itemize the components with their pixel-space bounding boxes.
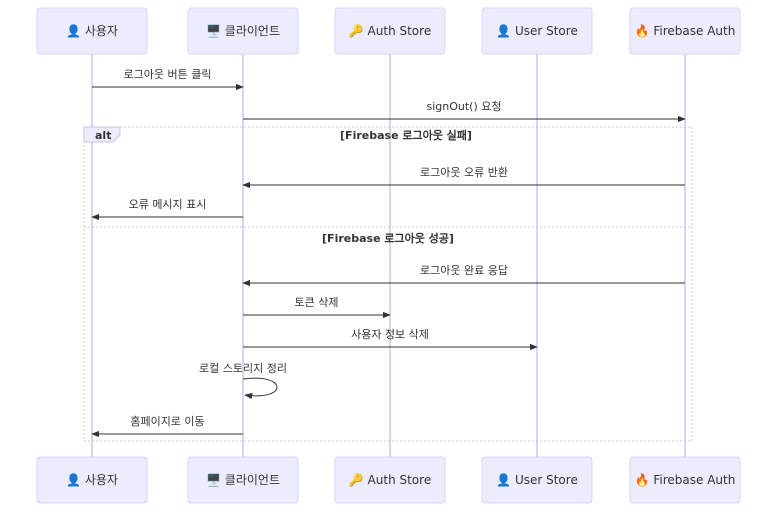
actor-name: User Store bbox=[515, 24, 578, 38]
actor-name: Firebase Auth bbox=[653, 473, 735, 487]
actor-name: 클라이언트 bbox=[225, 473, 280, 487]
monitor-icon: 🖥️ bbox=[206, 24, 225, 38]
actor-top-4: 🔥 Firebase Auth bbox=[629, 7, 741, 55]
actor-top-3: 👤 User Store bbox=[481, 7, 593, 55]
user-icon: 👤 bbox=[496, 473, 515, 487]
alt-condition-success: [Firebase 로그아웃 성공] bbox=[322, 231, 454, 245]
actor-label: 👤 User Store bbox=[496, 473, 578, 487]
monitor-icon: 🖥️ bbox=[206, 473, 225, 487]
actor-box bbox=[481, 7, 593, 55]
message-0: 로그아웃 버튼 클릭 bbox=[92, 68, 244, 91]
actor-box bbox=[334, 456, 446, 504]
message-8: 홈페이지로 이동 bbox=[91, 414, 243, 438]
key-icon: 🔑 bbox=[349, 472, 368, 487]
alt-frame: alt [Firebase 로그아웃 실패] [Firebase 로그아웃 성공] bbox=[83, 126, 693, 442]
message-5: 토큰 삭제 bbox=[243, 296, 391, 319]
actor-box bbox=[36, 7, 148, 55]
message-label: 사용자 정보 삭제 bbox=[351, 328, 429, 341]
actor-name: Auth Store bbox=[368, 24, 432, 38]
message-label: 로그아웃 완료 응답 bbox=[420, 264, 508, 277]
user-icon: 👤 bbox=[66, 473, 85, 487]
message-7: 로컬 스토리지 정리 bbox=[199, 362, 287, 400]
actor-label: 👤 User Store bbox=[496, 24, 578, 38]
actor-top-1: 🖥️ 클라이언트 bbox=[187, 7, 299, 55]
actor-label: 👤 사용자 bbox=[66, 473, 118, 487]
user-icon: 👤 bbox=[496, 24, 515, 38]
message-6: 사용자 정보 삭제 bbox=[243, 328, 538, 351]
message-label: 로그아웃 버튼 클릭 bbox=[124, 68, 212, 81]
actor-label: 🔥 Firebase Auth bbox=[635, 24, 736, 38]
actor-name: 클라이언트 bbox=[225, 24, 280, 38]
actor-top-0: 👤 사용자 bbox=[36, 7, 148, 55]
actor-box bbox=[629, 456, 741, 504]
message-4: 로그아웃 완료 응답 bbox=[242, 264, 685, 287]
actor-box bbox=[334, 7, 446, 55]
actor-name: Auth Store bbox=[368, 473, 432, 487]
user-icon: 👤 bbox=[66, 24, 85, 38]
key-icon: 🔑 bbox=[349, 23, 368, 38]
message-label: 토큰 삭제 bbox=[295, 296, 339, 309]
actor-top-2: 🔑 Auth Store bbox=[334, 7, 446, 55]
actor-box bbox=[481, 456, 593, 504]
fire-icon: 🔥 bbox=[635, 473, 654, 487]
actor-bottom-4: 🔥 Firebase Auth bbox=[629, 456, 741, 504]
actor-bottom-2: 🔑 Auth Store bbox=[334, 456, 446, 504]
actor-label: 🔥 Firebase Auth bbox=[635, 473, 736, 487]
actor-name: 사용자 bbox=[85, 473, 118, 487]
alt-frame-tag bbox=[83, 126, 121, 143]
alt-keyword: alt bbox=[95, 129, 111, 142]
alt-condition-failure: [Firebase 로그아웃 실패] bbox=[340, 128, 472, 142]
message-3: 오류 메시지 표시 bbox=[91, 198, 243, 221]
actor-box bbox=[187, 7, 299, 55]
message-2: 로그아웃 오류 반환 bbox=[242, 166, 685, 189]
self-message-arrow bbox=[242, 377, 278, 400]
actor-box bbox=[187, 456, 299, 504]
actor-bottom-1: 🖥️ 클라이언트 bbox=[187, 456, 299, 504]
message-1: signOut() 요청 bbox=[243, 100, 686, 123]
actor-label: 🖥️ 클라이언트 bbox=[206, 24, 280, 38]
actor-bottom-0: 👤 사용자 bbox=[36, 456, 148, 504]
actor-box bbox=[36, 456, 148, 504]
message-label: 로그아웃 오류 반환 bbox=[420, 166, 508, 179]
actor-name: 사용자 bbox=[85, 24, 118, 38]
message-label: 오류 메시지 표시 bbox=[129, 198, 207, 211]
fire-icon: 🔥 bbox=[635, 24, 654, 38]
message-label: 홈페이지로 이동 bbox=[130, 414, 204, 428]
actor-name: Firebase Auth bbox=[653, 24, 735, 38]
actor-label: 🔑 Auth Store bbox=[349, 23, 431, 38]
actor-label: 👤 사용자 bbox=[66, 24, 118, 38]
actor-name: User Store bbox=[515, 473, 578, 487]
message-label: 로컬 스토리지 정리 bbox=[199, 362, 287, 375]
actor-label: 🔑 Auth Store bbox=[349, 472, 431, 487]
actor-box bbox=[629, 7, 741, 55]
alt-frame-border bbox=[83, 126, 693, 442]
actor-bottom-3: 👤 User Store bbox=[481, 456, 593, 504]
message-label: signOut() 요청 bbox=[426, 100, 501, 113]
actor-label: 🖥️ 클라이언트 bbox=[206, 473, 280, 487]
